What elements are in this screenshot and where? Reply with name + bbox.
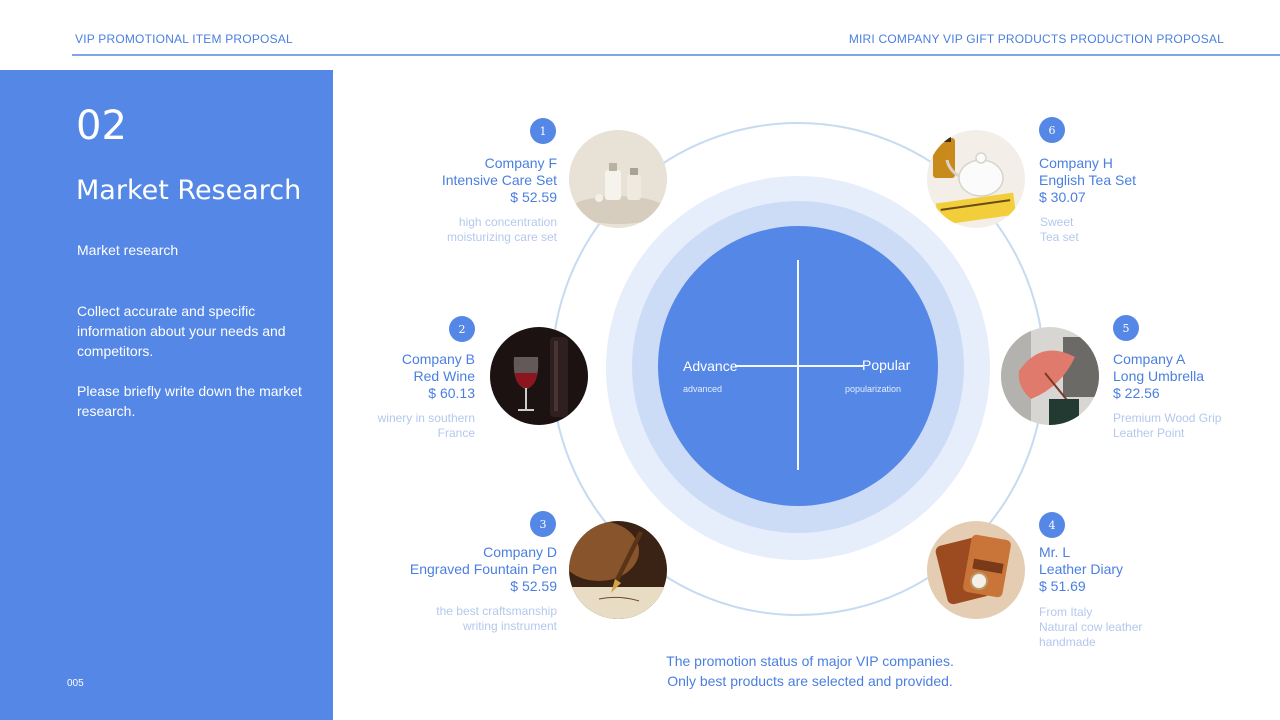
item-5-product: Long Umbrella bbox=[1113, 368, 1205, 384]
item-3-desc-line: writing instrument bbox=[462, 619, 557, 633]
item-6-product: English Tea Set bbox=[1039, 172, 1137, 188]
item-1-desc-line: moisturizing care set bbox=[446, 230, 557, 244]
item-6-badge: 6 bbox=[1039, 117, 1065, 143]
item-1-badge: 1 bbox=[530, 118, 556, 144]
item-1-company: Company F bbox=[484, 155, 557, 171]
description-paragraph-1: Collect accurate and specific informatio… bbox=[77, 303, 286, 359]
item-2-description: winery in southern France bbox=[378, 411, 475, 441]
caption-line-1: The promotion status of major VIP compan… bbox=[666, 653, 954, 669]
item-3-title: Company D Engraved Fountain Pen $ 52.59 bbox=[410, 544, 557, 595]
item-4-desc-line: Natural cow leather bbox=[1039, 620, 1143, 634]
axis-label-popular: Popular bbox=[862, 357, 911, 373]
horizontal-axis bbox=[735, 365, 863, 367]
axis-sub-popularization: popularization bbox=[845, 384, 902, 394]
item-5-desc-line: Leather Point bbox=[1113, 426, 1185, 440]
item-5-badge: 5 bbox=[1113, 315, 1139, 341]
item-4-title: Mr. L Leather Diary $ 51.69 bbox=[1039, 544, 1123, 595]
section-number: 02 bbox=[76, 103, 127, 149]
item-5-description: Premium Wood Grip Leather Point bbox=[1113, 411, 1221, 441]
description-paragraph-2: Please briefly write down the market res… bbox=[77, 383, 302, 419]
header-right-title: MIRI COMPANY VIP GIFT PRODUCTS PRODUCTIO… bbox=[848, 32, 1224, 46]
item-3-product: Engraved Fountain Pen bbox=[409, 561, 557, 577]
item-4-desc-line: handmade bbox=[1039, 635, 1096, 649]
item-5-price: $ 22.56 bbox=[1113, 385, 1160, 401]
item-6-price: $ 30.07 bbox=[1039, 189, 1086, 205]
item-6-desc-line: Sweet bbox=[1040, 215, 1074, 229]
diagram-caption: The promotion status of major VIP compan… bbox=[600, 651, 1020, 691]
item-6-title: Company H English Tea Set $ 30.07 bbox=[1039, 155, 1136, 206]
item-3-description: the best craftsmanship writing instrumen… bbox=[436, 604, 557, 634]
item-6-desc-line: Tea set bbox=[1040, 230, 1079, 244]
item-5-desc-line: Premium Wood Grip bbox=[1113, 411, 1222, 425]
axis-sub-advanced: advanced bbox=[683, 384, 723, 394]
item-4-desc-line: From Italy bbox=[1039, 605, 1093, 619]
item-2-badge: 2 bbox=[449, 316, 475, 342]
umbrella-photo bbox=[1001, 327, 1099, 425]
sidebar-panel bbox=[0, 70, 333, 720]
item-6-company: Company H bbox=[1039, 155, 1113, 171]
tea-set-photo bbox=[927, 130, 1025, 228]
item-2-title: Company B Red Wine $ 60.13 bbox=[402, 351, 475, 402]
item-4-price: $ 51.69 bbox=[1039, 578, 1086, 594]
header-left-title: VIP PROMOTIONAL ITEM PROPOSAL bbox=[75, 32, 293, 46]
fountain-pen-photo bbox=[569, 521, 667, 619]
item-5-title: Company A Long Umbrella $ 22.56 bbox=[1113, 351, 1204, 402]
cosmetic-bottles-photo bbox=[569, 130, 667, 228]
caption-line-2: Only best products are selected and prov… bbox=[667, 673, 953, 689]
item-3-badge: 3 bbox=[530, 511, 556, 537]
item-1-description: high concentration moisturizing care set bbox=[447, 215, 557, 245]
page-number: 005 bbox=[67, 678, 84, 689]
wine-glass-photo bbox=[490, 327, 588, 425]
header-divider bbox=[72, 54, 1280, 56]
item-1-title: Company F Intensive Care Set $ 52.59 bbox=[442, 155, 557, 206]
item-3-company: Company D bbox=[483, 544, 557, 560]
item-6-description: Sweet Tea set bbox=[1040, 215, 1079, 245]
item-2-desc-line: France bbox=[437, 426, 475, 440]
item-2-company: Company B bbox=[401, 351, 475, 367]
section-subtitle: Market research bbox=[77, 242, 179, 258]
item-4-company: Mr. L bbox=[1039, 544, 1071, 560]
item-1-product: Intensive Care Set bbox=[441, 172, 557, 188]
item-1-desc-line: high concentration bbox=[458, 215, 557, 229]
section-description: Collect accurate and specific informatio… bbox=[77, 301, 307, 441]
item-5-company: Company A bbox=[1113, 351, 1186, 367]
item-1-price: $ 52.59 bbox=[510, 189, 557, 205]
item-3-desc-line: the best craftsmanship bbox=[436, 604, 557, 618]
item-2-desc-line: winery in southern bbox=[377, 411, 475, 425]
item-4-product: Leather Diary bbox=[1039, 561, 1124, 577]
item-2-price: $ 60.13 bbox=[428, 385, 475, 401]
item-4-badge: 4 bbox=[1039, 512, 1065, 538]
item-4-description: From Italy Natural cow leather handmade bbox=[1039, 605, 1142, 650]
item-2-product: Red Wine bbox=[413, 368, 475, 384]
item-3-price: $ 52.59 bbox=[510, 578, 557, 594]
section-title: Market Research bbox=[76, 175, 302, 206]
axis-label-advance: Advance bbox=[683, 358, 738, 374]
leather-diary-photo bbox=[927, 521, 1025, 619]
